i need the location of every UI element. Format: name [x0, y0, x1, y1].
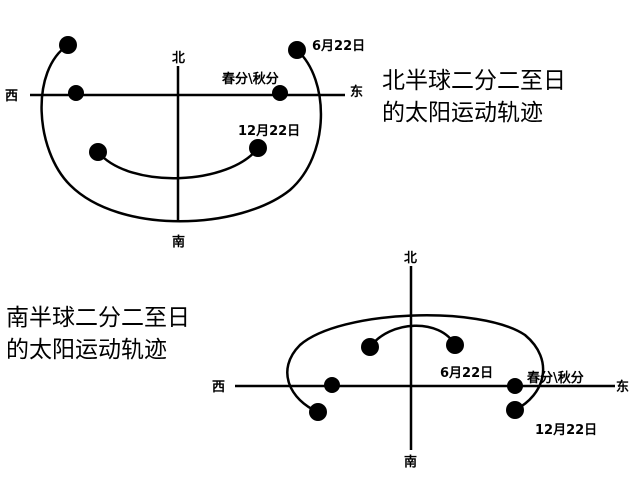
southern-sun-positions — [309, 336, 524, 421]
sun-dot — [68, 85, 84, 101]
summer-solstice-label: 6月22日 — [312, 39, 365, 54]
sun-dot — [272, 85, 288, 101]
sun-dot — [506, 401, 524, 419]
sun-dot — [89, 143, 107, 161]
sun-dot — [249, 139, 267, 157]
west-label: 西 — [212, 380, 225, 395]
equinox-label: 春分\秋分 — [221, 71, 279, 87]
summer-solstice-path — [368, 324, 457, 348]
sun-dot — [288, 41, 306, 59]
northern-title-line2: 的太阳运动轨迹 — [382, 100, 543, 126]
sun-dot — [507, 378, 523, 394]
equinox-label: 春分\秋分 — [526, 370, 584, 386]
south-label: 南 — [172, 234, 185, 250]
west-label: 西 — [5, 89, 18, 104]
winter-solstice-path — [286, 314, 545, 414]
north-label: 北 — [404, 251, 417, 266]
sun-dot — [309, 403, 327, 421]
summer-solstice-path — [40, 43, 323, 223]
southern-hemisphere-diagram — [235, 266, 615, 450]
north-label: 北 — [172, 51, 185, 66]
northern-sun-positions — [59, 36, 306, 161]
winter-solstice-path — [97, 147, 259, 180]
northern-title-line1: 北半球二分二至日 — [382, 68, 566, 94]
east-label: 东 — [350, 84, 363, 100]
sun-dot — [446, 336, 464, 354]
south-label: 南 — [404, 454, 417, 470]
sun-dot — [59, 36, 77, 54]
southern-title-line1: 南半球二分二至日 — [6, 305, 190, 331]
southern-title-line2: 的太阳运动轨迹 — [6, 337, 167, 363]
winter-solstice-label: 12月22日 — [238, 124, 300, 139]
east-label: 东 — [616, 379, 629, 395]
winter-solstice-label: 12月22日 — [535, 423, 597, 438]
summer-solstice-label: 6月22日 — [440, 366, 493, 381]
sun-dot — [324, 377, 340, 393]
sun-dot — [361, 338, 379, 356]
